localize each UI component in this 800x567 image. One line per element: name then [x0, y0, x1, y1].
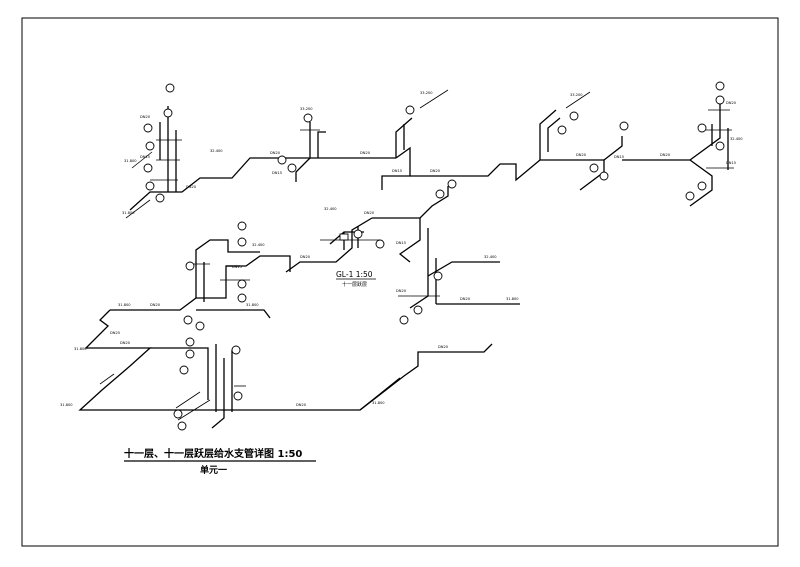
fixture-label: DN20 — [726, 101, 737, 105]
top-center-riser: 33.200 DN20 DN15 DN20 — [360, 89, 541, 190]
fixture-label: DN20 — [140, 115, 151, 119]
elevation-label: 31.800 — [124, 159, 137, 163]
elevation-label: 32.400 — [252, 243, 265, 247]
top-right-center-fixture: 33.200 DN20 DN15 — [539, 91, 690, 191]
lower-left-section: 31.800 DN20 31.800 DN20 31.800 DN20 DN25 — [60, 309, 493, 431]
drawing-border — [21, 17, 779, 547]
pipe-size-label: DN15 — [614, 155, 624, 159]
pipe-size-label: DN20 — [186, 185, 197, 189]
pipe-size-label: DN20 — [364, 211, 375, 215]
elevation-label: 31.800 — [506, 297, 519, 301]
fixture-label: DN20 — [396, 289, 407, 293]
elevation-label: 31.800 — [246, 303, 259, 307]
top-middle-fixture: 33.200 DN15 — [272, 107, 396, 182]
elevation-label: 32.400 — [324, 207, 337, 211]
elevation-label: 31.800 — [122, 211, 135, 215]
fixture-label: DN15 — [140, 155, 150, 159]
pipe-size-label: DN15 — [272, 171, 282, 175]
gl-title: GL-1 1:50 — [336, 270, 373, 279]
pipe-size-label: DN20 — [270, 151, 281, 155]
pipe-size-label: DN20 — [430, 169, 441, 173]
elevation-label: 32.400 — [484, 255, 497, 259]
elevation-label: 33.200 — [300, 107, 313, 111]
elevation-label: 32.400 — [730, 137, 743, 141]
center-gl1-section: 32.400 DN20 DN15 DN20 — [285, 179, 457, 280]
pipe-size-label: DN20 — [576, 153, 587, 157]
elevation-label: 33.200 — [420, 91, 433, 95]
pipe-size-label: DN20 — [660, 153, 671, 157]
main-subtitle: 单元一 — [200, 464, 227, 476]
pipe-size-label: DN15 — [396, 241, 406, 245]
elevation-label: 33.200 — [570, 93, 583, 97]
elevation-label: 32.400 — [210, 149, 223, 153]
pipe-size-label: DN20 — [460, 297, 471, 301]
pipe-size-label: DN20 — [120, 341, 131, 345]
top-right-fixture-group: DN20 DN15 32.400 DN20 — [660, 81, 743, 207]
elevation-label: 31.800 — [118, 303, 131, 307]
pipe-size-label: DN20 — [296, 403, 307, 407]
main-title: 十一层、十一层跃层给水支管详图 1:50 — [124, 447, 302, 460]
elevation-label: 31.800 — [372, 401, 385, 405]
pipe-size-label: DN20 — [438, 345, 449, 349]
pipe-size-label: DN15 — [232, 265, 242, 269]
pipe-size-label: DN20 — [300, 255, 311, 259]
pipe-size-label: DN15 — [392, 169, 402, 173]
elevation-label: 31.800 — [74, 347, 87, 351]
left-middle-fixture-group: 32.400 DN15 31.800 31.800 DN20 — [110, 221, 291, 331]
center-right-riser: DN20 32.400 31.800 DN20 — [396, 250, 520, 325]
top-left-fixture-group: DN20 DN15 31.800 31.800 DN20 32.400 DN20 — [122, 83, 310, 219]
gl-subtitle: 十一层跃层 — [342, 281, 367, 288]
pipe-size-label: DN25 — [110, 331, 120, 335]
pipe-size-label: DN20 — [360, 151, 371, 155]
fixture-label: DN15 — [726, 161, 736, 165]
pipe-size-label: DN20 — [150, 303, 161, 307]
elevation-label: 31.800 — [60, 403, 73, 407]
